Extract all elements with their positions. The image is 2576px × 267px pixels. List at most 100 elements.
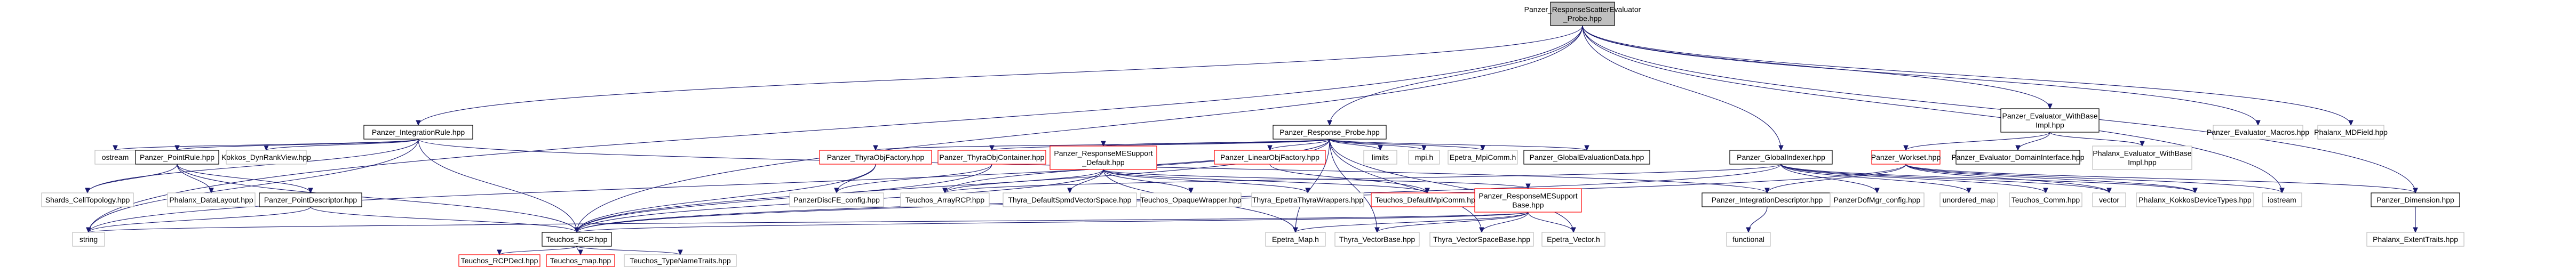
edge-line xyxy=(2049,132,2143,147)
node-root[interactable]: Panzer_ResponseScatterEvaluator_Probe.hp… xyxy=(1524,2,1641,26)
dependency-edge xyxy=(1582,25,1784,151)
node-unorderedMap: unordered_map xyxy=(1939,192,1998,207)
dependency-edge xyxy=(1780,164,1971,194)
node-box xyxy=(2213,125,2303,140)
dependency-edge xyxy=(989,139,1330,151)
edge-arrowhead xyxy=(1267,145,1273,151)
node-label: Teuchos_ArrayRCP.hpp xyxy=(905,196,985,204)
dependency-edge xyxy=(310,206,579,233)
dependency-edge xyxy=(1582,25,2354,126)
edge-line xyxy=(87,164,178,193)
node-label: Panzer_IntegrationDescriptor.hpp xyxy=(1712,196,1823,204)
node-box xyxy=(259,192,362,207)
dependency-edge xyxy=(1905,164,2112,194)
dependency-edge xyxy=(1329,139,1589,151)
node-globalEvalData[interactable]: Panzer_GlobalEvaluationData.hpp xyxy=(1523,150,1650,165)
node-workset[interactable]: Panzer_Workset.hpp xyxy=(1871,150,1941,165)
edge-line xyxy=(1329,139,1381,151)
node-pointDescriptor[interactable]: Panzer_PointDescriptor.hpp xyxy=(259,192,362,207)
edge-arrowhead xyxy=(1067,188,1072,194)
node-rcpDecl[interactable]: Teuchos_RCPDecl.hpp xyxy=(458,254,540,267)
node-defaultMpiComm[interactable]: Teuchos_DefaultMpiComm.hpp xyxy=(1371,192,1484,207)
node-kokkosDeviceTypes: Phalanx_KokkosDeviceTypes.hpp xyxy=(2136,192,2254,207)
node-thyraVectorBase: Thyra_VectorBase.hpp xyxy=(1334,232,1420,247)
node-mdField: Phalanx_MDField.hpp xyxy=(2314,125,2388,140)
edge-line xyxy=(1377,212,1529,233)
dependency-edge xyxy=(1329,139,1383,151)
node-thyraObjFactory[interactable]: Panzer_ThyraObjFactory.hpp xyxy=(819,150,932,165)
edge-line xyxy=(1481,212,1529,233)
node-label: vector xyxy=(2099,196,2119,204)
node-label: Phalanx_KokkosDeviceTypes.hpp xyxy=(2138,196,2252,204)
edge-line xyxy=(576,25,1583,233)
dependency-edge xyxy=(1764,164,1906,194)
dependency-edge xyxy=(497,246,577,256)
node-label: Teuchos_OpaqueWrapper.hpp xyxy=(1140,196,1242,204)
node-responseProbe[interactable]: Panzer_Response_Probe.hpp xyxy=(1273,125,1387,140)
edge-line xyxy=(1329,25,1583,126)
node-label: Teuchos_RCPDecl.hpp xyxy=(461,256,538,265)
dependency-edge xyxy=(418,139,579,233)
edge-arrowhead xyxy=(2255,120,2261,126)
dependency-edge xyxy=(1327,25,1583,126)
node-teuchosMap[interactable]: Teuchos_map.hpp xyxy=(546,254,615,267)
node-dimension[interactable]: Panzer_Dimension.hpp xyxy=(2371,192,2460,207)
node-label: Panzer_LinearObjFactory.hpp xyxy=(1220,153,1319,161)
edge-line xyxy=(1329,139,1483,151)
node-label: Panzer_GlobalIndexer.hpp xyxy=(1737,153,1825,161)
node-box xyxy=(1273,125,1387,140)
node-linearObjFactory[interactable]: Panzer_LinearObjFactory.hpp xyxy=(1214,150,1326,165)
node-box xyxy=(546,254,615,267)
node-pointRule[interactable]: Panzer_PointRule.hpp xyxy=(135,150,219,165)
node-integrationRule[interactable]: Panzer_IntegrationRule.hpp xyxy=(363,125,473,140)
node-label: Teuchos_Comm.hpp xyxy=(2011,196,2080,204)
dependency-edge xyxy=(576,246,683,256)
node-domainInterface[interactable]: Panzer_Evaluator_DomainInterface.hpp xyxy=(1951,150,2085,165)
edge-arrowhead xyxy=(86,227,91,233)
dependency-edge xyxy=(1582,25,2053,110)
node-label: Shards_CellTopology.hpp xyxy=(45,196,130,204)
edge-line xyxy=(1582,25,2416,193)
node-label: Thyra_DefaultSpmdVectorSpace.hpp xyxy=(1008,196,1131,204)
dependency-edge xyxy=(1780,164,2048,194)
node-label: Epetra_Vector.h xyxy=(1547,235,1600,244)
node-box xyxy=(1429,232,1534,247)
node-box xyxy=(1474,188,1582,213)
edge-arrowhead xyxy=(1764,188,1770,194)
node-label: string xyxy=(79,235,98,244)
edge-arrowhead xyxy=(497,249,502,256)
node-box xyxy=(1702,192,1833,207)
edge-arrowhead xyxy=(1746,227,1751,233)
dependency-edge xyxy=(1101,139,1330,147)
node-box xyxy=(2366,232,2464,247)
node-box xyxy=(1871,150,1941,165)
node-box xyxy=(2317,125,2384,140)
dependency-edge xyxy=(576,246,583,256)
node-responseMESupportDefault[interactable]: Panzer_ResponseMESupport_Default.hpp xyxy=(1050,145,1157,170)
node-box xyxy=(2092,192,2126,207)
dependency-edge xyxy=(1103,169,1194,194)
node-box xyxy=(2262,192,2302,207)
node-box xyxy=(1541,232,1605,247)
node-teuchosRCP[interactable]: Teuchos_RCP.hpp xyxy=(542,232,612,247)
node-label: ostream xyxy=(102,153,129,161)
edge-line xyxy=(1905,164,2416,193)
edge-line xyxy=(177,139,419,151)
node-integrationDescriptor[interactable]: Panzer_IntegrationDescriptor.hpp xyxy=(1702,192,1833,207)
node-thyraObjContainer[interactable]: Panzer_ThyraObjContainer.hpp xyxy=(937,150,1046,165)
edge-line xyxy=(1329,139,1574,233)
node-box xyxy=(1729,150,1833,165)
edge-arrowhead xyxy=(264,145,269,151)
node-label: Panzer_Workset.hpp xyxy=(1871,153,1941,161)
edge-arrowhead xyxy=(1903,145,1909,151)
node-label: Panzer_ResponseMESupport xyxy=(1478,192,1577,200)
node-label: _Probe.hpp xyxy=(1563,14,1602,23)
edge-line xyxy=(1582,25,2283,193)
node-typeNameTraits: Teuchos_TypeNameTraits.hpp xyxy=(624,254,737,267)
edge-line xyxy=(1295,212,1529,233)
node-vector: vector xyxy=(2092,192,2126,207)
node-globalIndexer[interactable]: Panzer_GlobalIndexer.hpp xyxy=(1729,150,1833,165)
dependency-edge xyxy=(1746,206,1768,233)
